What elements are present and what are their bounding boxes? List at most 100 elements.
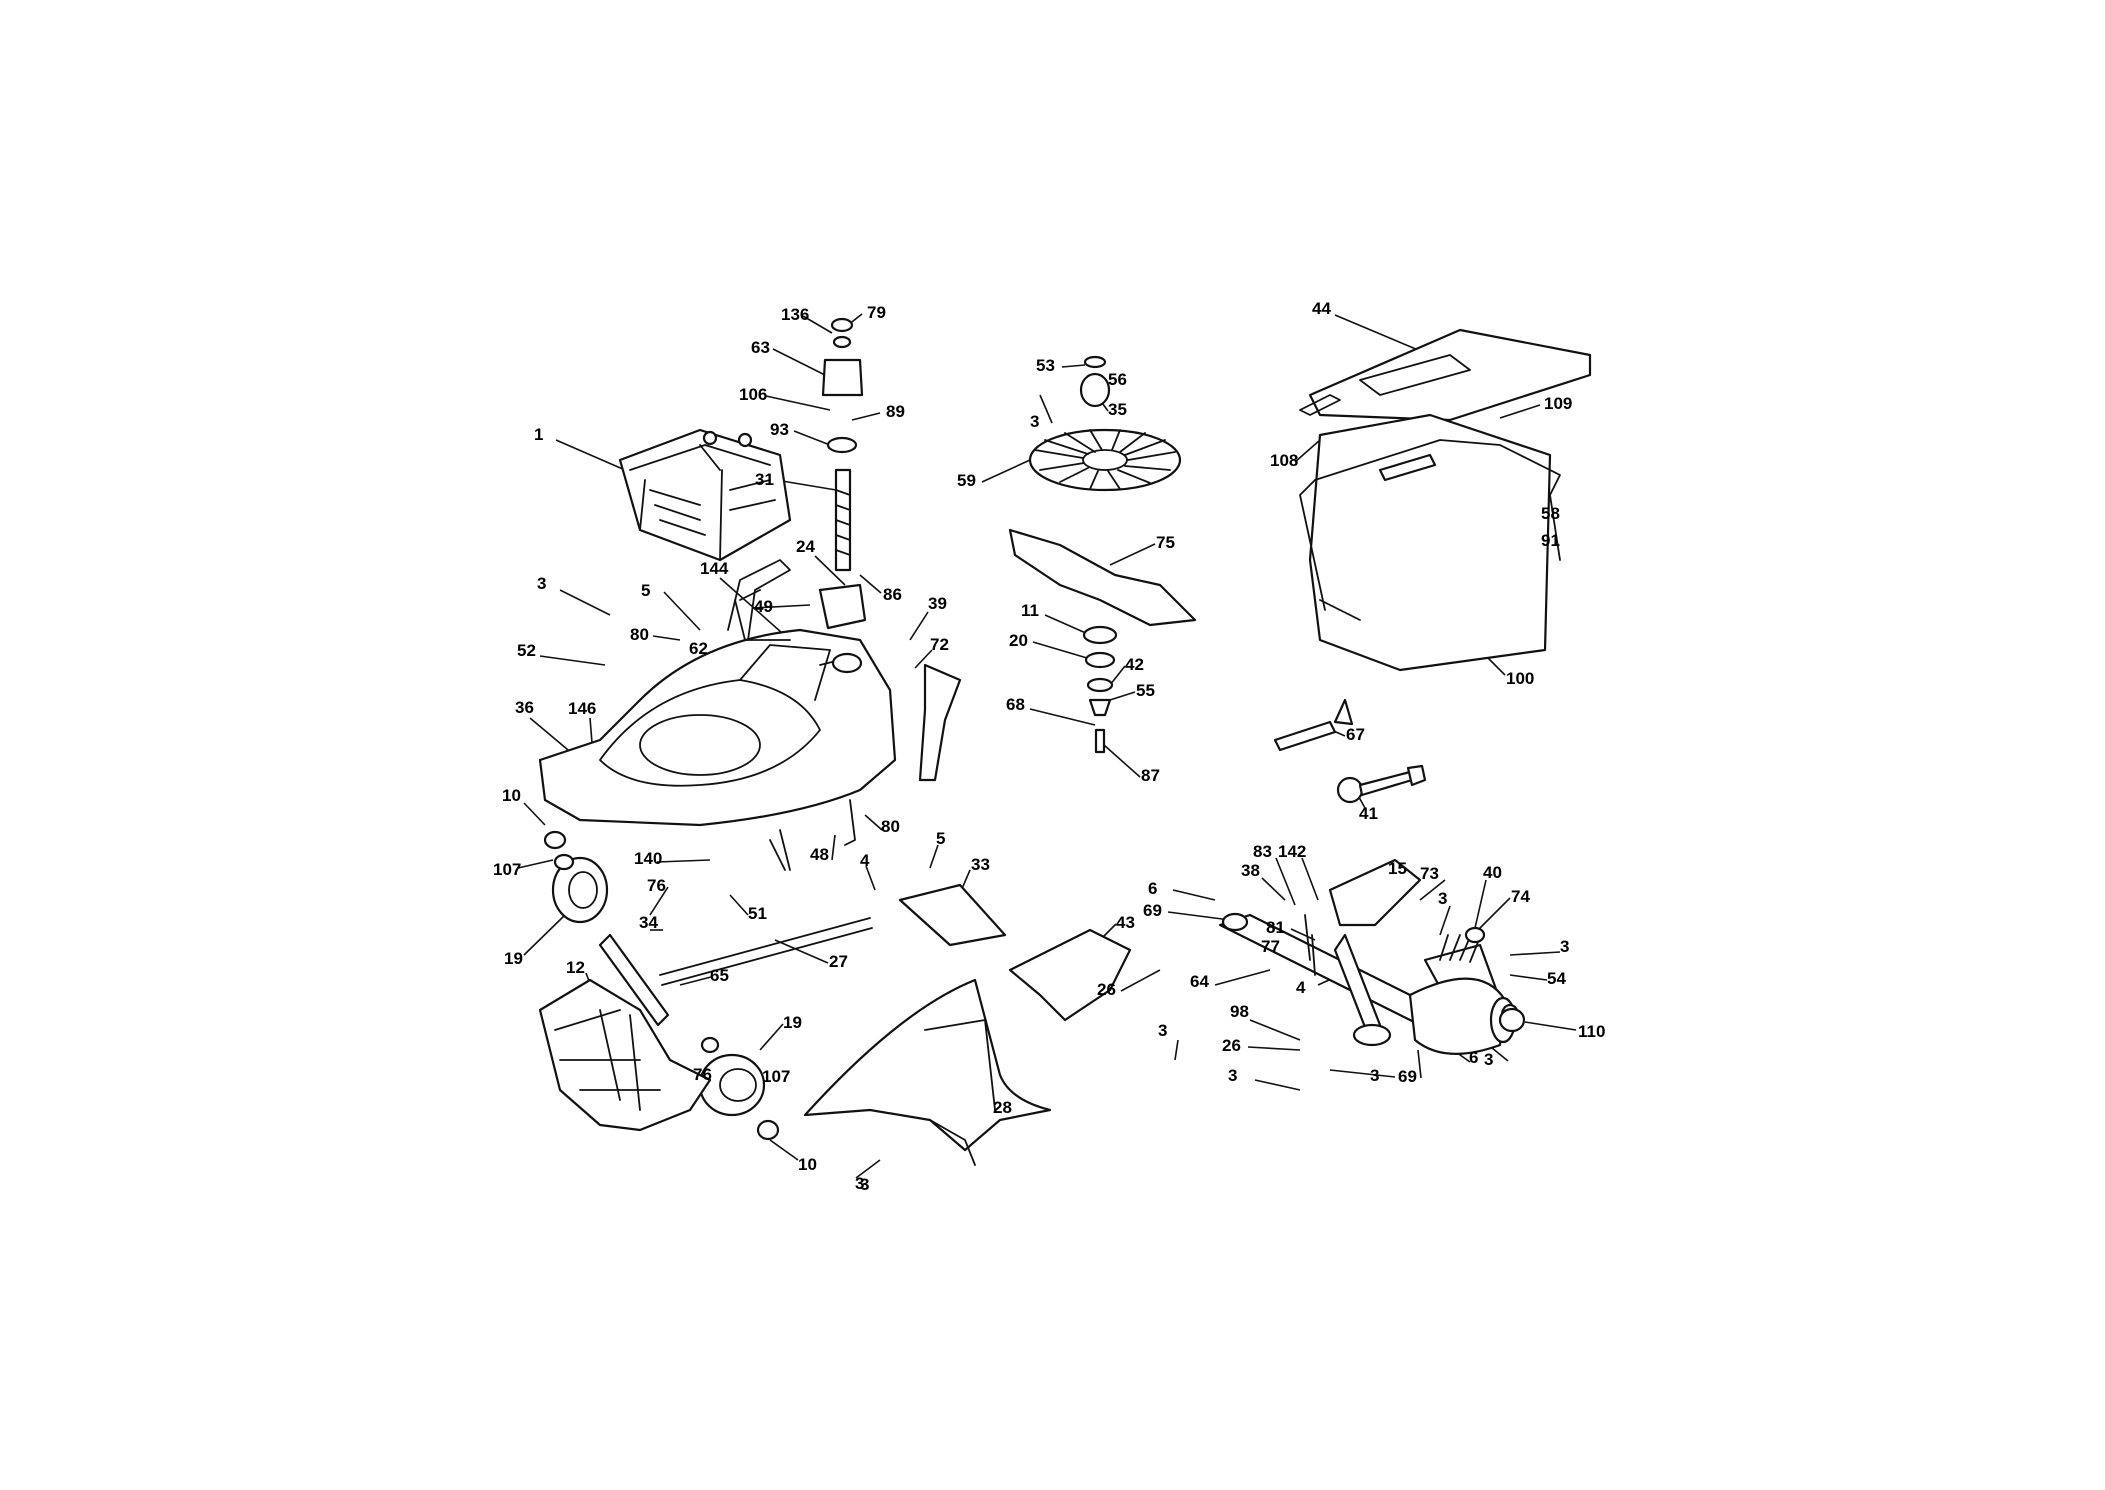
leader-line <box>1109 691 1136 701</box>
height-lever-part <box>598 933 670 1027</box>
mount-bracket-part <box>918 663 962 782</box>
leader-line <box>1174 1039 1179 1061</box>
callout-label: 42 <box>1125 655 1144 674</box>
callout-label: 73 <box>1420 864 1439 883</box>
callout-label: 144 <box>700 559 729 578</box>
hex-key-bend-part <box>1333 698 1354 726</box>
leader-line <box>914 649 933 669</box>
callout-label: 3 <box>1370 1066 1380 1085</box>
callout-label: 48 <box>810 845 829 864</box>
leader-line <box>656 859 711 863</box>
grass-box-part <box>1299 328 1592 672</box>
front-wheel-part <box>698 1036 780 1141</box>
leader-line <box>1290 928 1316 941</box>
callout-label: 6 <box>1469 1048 1479 1067</box>
leader-line <box>769 1139 799 1161</box>
rear-wheel-part <box>543 830 609 924</box>
leader-line <box>1214 969 1271 986</box>
washer-part-2 <box>1086 677 1114 693</box>
callout-label: 91 <box>1541 531 1560 550</box>
callout-label: 79 <box>867 303 886 322</box>
callout-label: 59 <box>957 471 976 490</box>
leader-line <box>729 894 749 916</box>
shaft-part <box>818 468 867 630</box>
callout-label: 64 <box>1190 972 1209 991</box>
wrench-part <box>1336 764 1427 804</box>
engine-part <box>618 428 792 562</box>
callout-label: 58 <box>1541 504 1560 523</box>
callout-label: 26 <box>1097 980 1116 999</box>
spring-washer-part <box>1464 926 1486 944</box>
callout-label: 35 <box>1108 400 1127 419</box>
callout-label: 3 <box>1438 889 1448 908</box>
callout-label: 107 <box>762 1067 791 1086</box>
leader-line <box>517 859 554 869</box>
callout-label: 56 <box>1108 370 1127 389</box>
leader-line <box>765 395 831 411</box>
leader-line <box>793 430 831 446</box>
callout-label: 76 <box>647 876 666 895</box>
leader-line <box>539 655 606 666</box>
callout-label: 3 <box>537 574 547 593</box>
callout-label: 3 <box>1030 412 1040 431</box>
leader-line <box>1029 708 1096 726</box>
callout-label: 81 <box>1266 918 1285 937</box>
callout-label: 76 <box>693 1065 712 1084</box>
leader-line <box>1254 1079 1301 1091</box>
leader-line <box>831 834 836 861</box>
callout-label: 106 <box>739 385 768 404</box>
callout-label: 44 <box>1312 299 1331 318</box>
callout-label: 34 <box>639 913 658 932</box>
callout-label: 68 <box>1006 695 1025 714</box>
leader-line <box>1477 897 1511 931</box>
leader-line <box>1524 1021 1577 1031</box>
callout-label: 24 <box>796 537 815 556</box>
link-rod-part <box>1304 914 1316 976</box>
side-plate-part <box>538 978 712 1132</box>
spacer-part <box>1084 651 1116 669</box>
leader-line <box>802 315 833 334</box>
leader-line <box>859 574 882 594</box>
callout-label: 67 <box>1346 725 1365 744</box>
leader-line <box>1044 614 1089 635</box>
leader-line <box>1417 1049 1422 1079</box>
leader-line <box>679 976 712 986</box>
callout-label: 40 <box>1483 863 1502 882</box>
callout-label: 54 <box>1547 969 1566 988</box>
leader-line <box>1474 879 1487 929</box>
leader-line <box>752 604 811 609</box>
callout-label: 108 <box>1270 451 1299 470</box>
callout-label: 5 <box>641 581 651 600</box>
cap-part <box>830 317 854 333</box>
callout-label: 52 <box>517 641 536 660</box>
callout-label: 19 <box>504 949 523 968</box>
chute-bracket-part <box>1008 928 1132 1022</box>
callout-label: 11 <box>1021 601 1039 620</box>
callout-label: 146 <box>568 699 597 718</box>
flap-plate-part <box>898 883 1007 947</box>
leader-line <box>1167 911 1231 921</box>
callout-label: 28 <box>993 1098 1012 1117</box>
handle-bracket-part <box>727 559 791 641</box>
leader-line <box>1109 543 1156 566</box>
roller-assembly-part <box>1218 858 1520 1055</box>
callout-label: 6 <box>1148 879 1158 898</box>
leader-line <box>1061 364 1086 368</box>
callout-label: 83 <box>1253 842 1272 861</box>
leader-line <box>663 591 701 631</box>
washer-part <box>826 436 858 454</box>
callout-label: 27 <box>829 952 848 971</box>
callout-label: 3 <box>860 1175 870 1194</box>
leader-line <box>719 577 791 641</box>
callout-label: 98 <box>1230 1002 1249 1021</box>
callout-label: 110 <box>1578 1022 1606 1041</box>
callout-label: 10 <box>798 1155 817 1174</box>
callout-label: 86 <box>883 585 902 604</box>
callout-label: 26 <box>1222 1036 1241 1055</box>
callout-label: 10 <box>502 786 521 805</box>
callout-label: 63 <box>751 338 770 357</box>
end-cap-part <box>1498 1007 1526 1033</box>
leader-line <box>523 914 566 956</box>
leader-line <box>1419 879 1446 901</box>
